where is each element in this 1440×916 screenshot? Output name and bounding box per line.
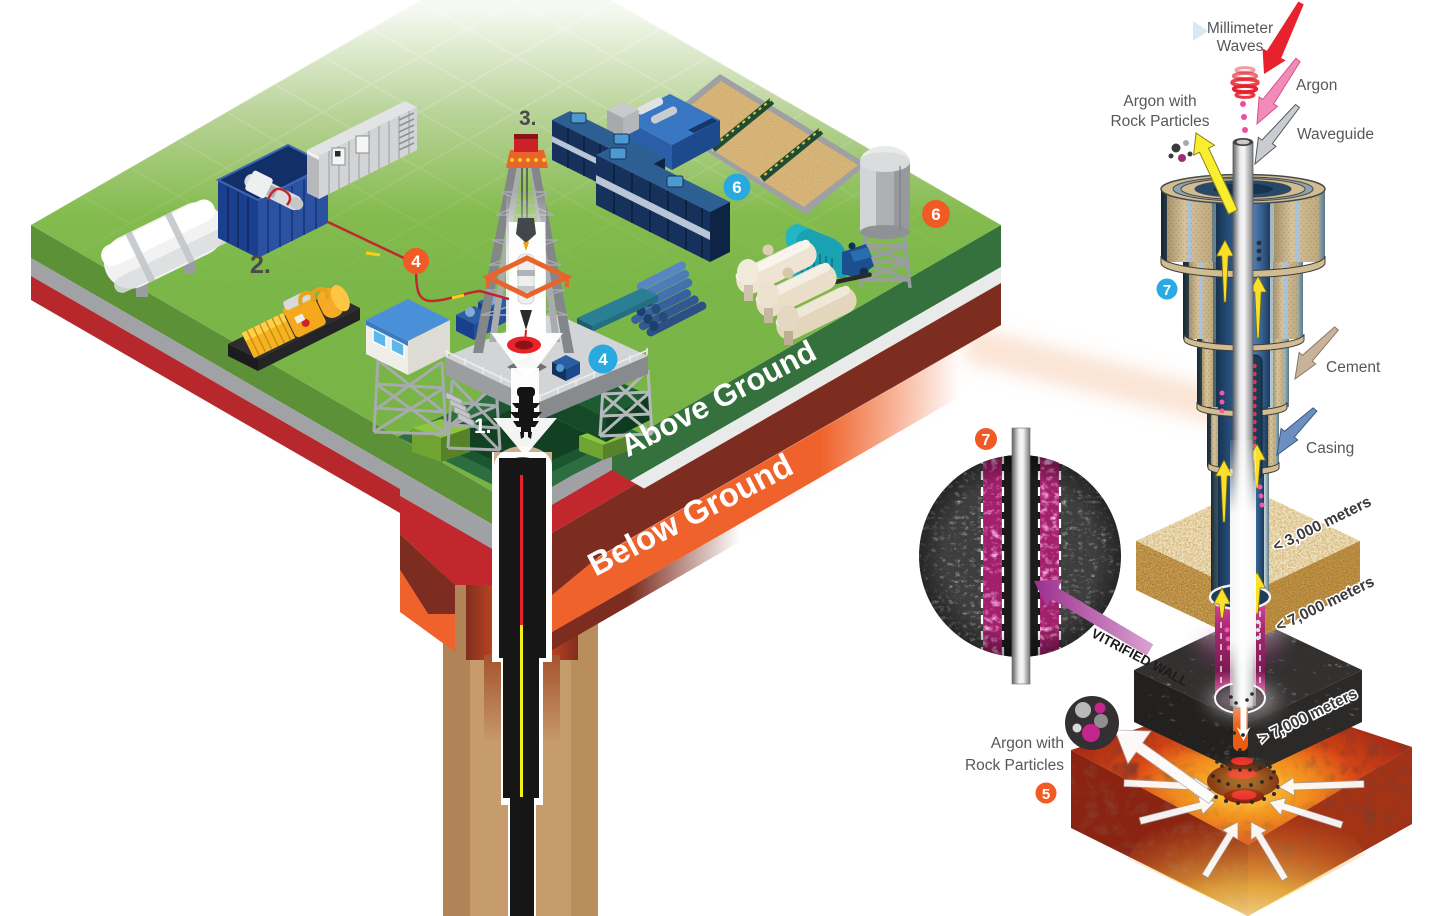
svg-text:Waveguide: Waveguide: [1297, 126, 1374, 143]
svg-text:Argon: Argon: [1296, 77, 1337, 94]
svg-text:Cement: Cement: [1326, 359, 1381, 376]
svg-text:Rock Particles: Rock Particles: [1110, 113, 1209, 130]
svg-text:Waves: Waves: [1217, 38, 1264, 55]
svg-text:1.: 1.: [474, 415, 492, 438]
svg-text:5: 5: [1042, 786, 1050, 803]
svg-text:Argon with: Argon with: [1123, 93, 1196, 110]
svg-text:Rock Particles: Rock Particles: [965, 757, 1064, 774]
svg-text:6: 6: [732, 178, 741, 197]
svg-text:2.: 2.: [250, 251, 271, 279]
svg-text:6: 6: [931, 205, 940, 224]
svg-text:Casing: Casing: [1306, 440, 1354, 457]
svg-text:Millimeter: Millimeter: [1207, 20, 1273, 37]
svg-text:Argon with: Argon with: [991, 735, 1064, 752]
svg-text:3.: 3.: [519, 107, 537, 130]
svg-text:7: 7: [1163, 282, 1171, 299]
svg-text:7: 7: [982, 432, 991, 449]
svg-text:4: 4: [411, 252, 421, 271]
svg-text:4: 4: [598, 350, 608, 369]
